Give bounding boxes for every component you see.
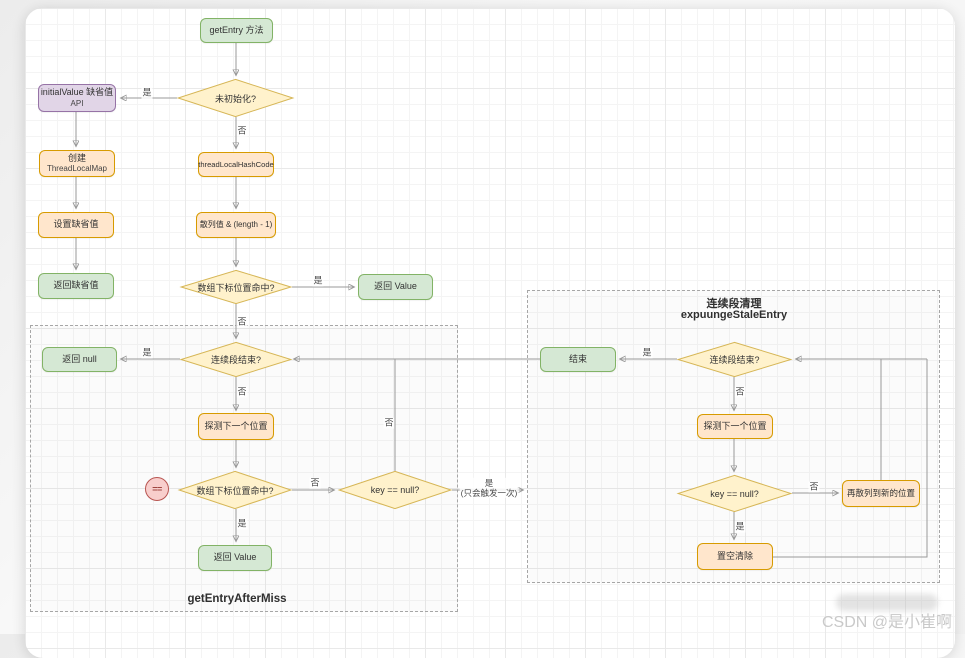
node-label: initialValue 缺省值 [40, 87, 114, 98]
node-set-default[interactable]: 设置缺省值 [38, 212, 114, 238]
node-label: threadLocalHashCode [198, 159, 274, 169]
decision-label: key == null? [370, 485, 420, 495]
node-threadlocal-hashcode[interactable]: threadLocalHashCode [198, 152, 274, 177]
node-label: 返回 Value [213, 552, 257, 563]
node-return-default[interactable]: 返回缺省值 [38, 273, 114, 299]
group-title-expunge-line2: expuungeStaleEntry [680, 309, 788, 321]
node-label: 结束 [568, 353, 587, 364]
decision-label: 未初始化? [214, 93, 256, 104]
decision-label: key == null? [710, 488, 759, 499]
node-label: 设置缺省值 [53, 219, 99, 230]
node-label: 创建 [67, 152, 86, 163]
node-return-null[interactable]: 返回 null [42, 347, 117, 372]
edge-label-yes: 是 [141, 87, 153, 99]
edge-label-no: 否 [309, 477, 321, 489]
decision-not-initialized[interactable]: 未初始化? [177, 79, 294, 117]
node-rehash[interactable]: 再散列到新的位置 [842, 480, 920, 507]
edge-label-yes: 是 [641, 347, 653, 359]
group-title-get-entry-after-miss: getEntryAfterMiss [187, 593, 287, 605]
node-label: 探测下一个位置 [703, 420, 767, 431]
edge-label-no: 否 [383, 417, 395, 429]
edge-label-yes: 是 [236, 518, 248, 530]
equals-badge[interactable]: == [145, 477, 169, 501]
node-return-value-2[interactable]: 返回 Value [198, 545, 272, 571]
equals-label: == [152, 484, 162, 494]
node-initial-value[interactable]: initialValue 缺省值 API [38, 84, 116, 112]
edge-label-no: 否 [734, 386, 746, 398]
edge-label-yes: 是 [141, 347, 153, 359]
node-probe-next[interactable]: 探测下一个位置 [198, 413, 274, 440]
node-sublabel: ThreadLocalMap [46, 164, 108, 174]
edge-label-no: 否 [808, 481, 820, 493]
node-label: 返回缺省值 [53, 280, 99, 291]
edge-label-yes: 是 [734, 521, 746, 533]
node-return-value[interactable]: 返回 Value [358, 274, 433, 300]
decision-key-null-2[interactable]: key == null? [677, 475, 792, 512]
decision-label: 连续段结束? [709, 355, 760, 365]
node-create-map[interactable]: 创建 ThreadLocalMap [39, 150, 115, 177]
node-label: 置空清除 [716, 550, 753, 561]
node-get-entry[interactable]: getEntry 方法 [200, 18, 273, 43]
watermark-text: CSDN @是小崔啊 [822, 614, 953, 631]
edge-label-no: 否 [236, 125, 248, 137]
watermark-blur-bar [836, 594, 938, 611]
node-label: 散列值 & (length - 1) [199, 220, 273, 229]
decision-label: 数组下标位置命中? [196, 485, 274, 496]
node-probe-next-2[interactable]: 探测下一个位置 [697, 414, 773, 439]
node-clear-slot[interactable]: 置空清除 [697, 543, 773, 570]
edge-label-yes: 是 [484, 477, 494, 488]
decision-label: 连续段结束? [210, 355, 261, 365]
decision-index-hit-2[interactable]: 数组下标位置命中? [178, 471, 292, 509]
decision-segment-end-2[interactable]: 连续段结束? [677, 342, 792, 377]
diagram-layer: getEntryAfterMiss 连续段清理 expuungeStaleEnt… [30, 18, 953, 631]
node-label: 返回 null [62, 353, 97, 364]
diagram-canvas [25, 8, 955, 658]
node-hash-index[interactable]: 散列值 & (length - 1) [196, 212, 276, 238]
edge-label-no: 否 [236, 386, 248, 398]
node-end[interactable]: 结束 [540, 347, 616, 372]
edge-label-once: (只会触发一次) [460, 488, 518, 498]
node-label: 再散列到新的位置 [846, 488, 915, 499]
node-sublabel: API [70, 98, 84, 108]
decision-label: 数组下标位置命中? [197, 282, 275, 293]
node-label: 返回 Value [374, 281, 417, 292]
decision-key-null[interactable]: key == null? [338, 471, 452, 509]
edge-label-no: 否 [236, 316, 248, 328]
edge-label-yes: 是 [312, 275, 324, 287]
edge-label-yes-once: 是 (只会触发一次) [459, 477, 519, 499]
decision-index-hit[interactable]: 数组下标位置命中? [180, 270, 292, 304]
group-title-expunge-line1: 连续段清理 [706, 298, 762, 310]
node-label: 探测下一个位置 [204, 420, 268, 431]
group-expunge-stale-entry [527, 290, 940, 583]
decision-segment-end[interactable]: 连续段结束? [180, 342, 292, 377]
node-label: getEntry 方法 [209, 24, 264, 35]
